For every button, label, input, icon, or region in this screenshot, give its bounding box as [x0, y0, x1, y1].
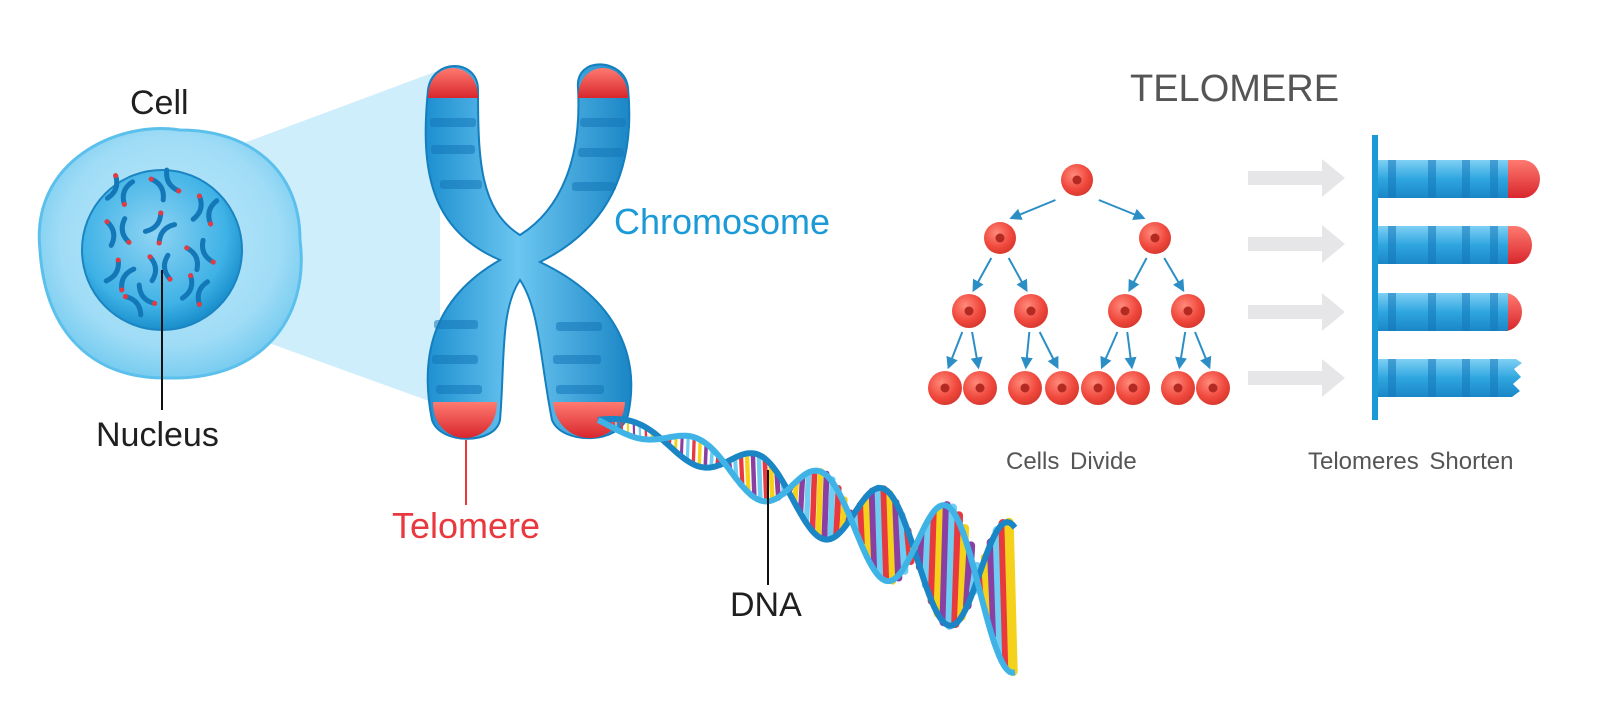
- chromosome-label: Chromosome: [614, 204, 830, 240]
- telomere-cap: [1508, 160, 1540, 198]
- telomere-label: Telomere: [392, 508, 540, 544]
- cell-nucleus-dot: [1073, 176, 1082, 185]
- cell-label: Cell: [130, 86, 189, 120]
- dna-base-pair: [699, 439, 700, 466]
- cell-nucleus-dot: [1174, 384, 1183, 393]
- division-arrow: [1164, 258, 1183, 290]
- cell-nucleus-dot: [1209, 384, 1218, 393]
- diagram-title: TELOMERE: [1130, 70, 1339, 108]
- dna-base-pair: [830, 479, 832, 539]
- dna-helix: [598, 419, 1015, 673]
- dna-base-pair: [687, 436, 688, 461]
- cell-nucleus-dot: [1151, 234, 1160, 243]
- dna-base-pair: [759, 455, 761, 500]
- dna-base-pair: [753, 453, 754, 496]
- dna-base-pair: [932, 514, 935, 600]
- progress-arrows: [1248, 159, 1345, 397]
- cell-nucleus-dot: [1129, 384, 1138, 393]
- cell-nucleus-dot: [1094, 384, 1103, 393]
- division-arrow: [972, 332, 978, 367]
- dna-label: DNA: [730, 588, 802, 622]
- gray-arrow: [1248, 159, 1345, 197]
- dna-base-pair: [866, 497, 869, 555]
- cell-nucleus-dot: [1184, 307, 1193, 316]
- dna-base-pair: [693, 437, 694, 464]
- cell-division-tree: [928, 164, 1230, 405]
- gray-arrow: [1248, 293, 1345, 331]
- telomere-bar: [1378, 293, 1522, 331]
- dna-base-pair: [884, 489, 887, 580]
- dna-base-pair: [765, 458, 767, 501]
- dna-base-pair: [807, 473, 809, 523]
- division-arrow: [1026, 332, 1029, 367]
- telomeres-shorten-caption: Telomeres Shorten: [1308, 450, 1513, 474]
- telomere-bar: [1378, 226, 1532, 264]
- telomere-bar: [1378, 359, 1522, 397]
- division-arrow: [1102, 332, 1117, 367]
- gray-arrow: [1248, 359, 1345, 397]
- cell-nucleus-dot: [1027, 307, 1036, 316]
- division-arrow: [1099, 200, 1143, 218]
- division-arrow: [1195, 332, 1209, 367]
- dna-base-pair: [824, 474, 826, 540]
- cell-nucleus-dot: [996, 234, 1005, 243]
- division-arrow: [974, 258, 992, 290]
- dna-base-pair: [872, 491, 875, 566]
- chromosome: [426, 64, 632, 438]
- dna-base-pair: [890, 494, 893, 581]
- dna-base-pair: [1009, 522, 1013, 671]
- telomere-base-line: [1372, 135, 1378, 420]
- cell-nucleus-dot: [965, 307, 974, 316]
- dna-base-pair: [926, 525, 929, 585]
- cell-nucleus-dot: [976, 384, 985, 393]
- cell-nucleus-dot: [941, 384, 950, 393]
- telomere-cap: [1508, 226, 1532, 264]
- cell-nucleus-dot: [1058, 384, 1067, 393]
- division-arrow: [1040, 332, 1058, 367]
- division-arrow: [1127, 332, 1132, 367]
- gray-arrow: [1248, 225, 1345, 263]
- dna-base-pair: [878, 488, 881, 575]
- cell-nucleus-dot: [1021, 384, 1030, 393]
- nucleus-label: Nucleus: [96, 418, 219, 452]
- division-arrow: [1009, 258, 1027, 290]
- division-arrow: [1180, 332, 1186, 367]
- cells-divide-caption: Cells Divide: [1006, 450, 1137, 474]
- division-arrow: [949, 332, 963, 367]
- telomere-bars: [1378, 160, 1540, 397]
- division-arrow: [1130, 258, 1147, 290]
- dna-base-pair: [747, 453, 748, 491]
- dna-base-pair: [812, 471, 814, 531]
- division-arrow: [1012, 200, 1056, 218]
- dna-base-pair: [818, 471, 820, 537]
- cell-nucleus-dot: [1121, 307, 1130, 316]
- telomere-bar: [1378, 160, 1540, 198]
